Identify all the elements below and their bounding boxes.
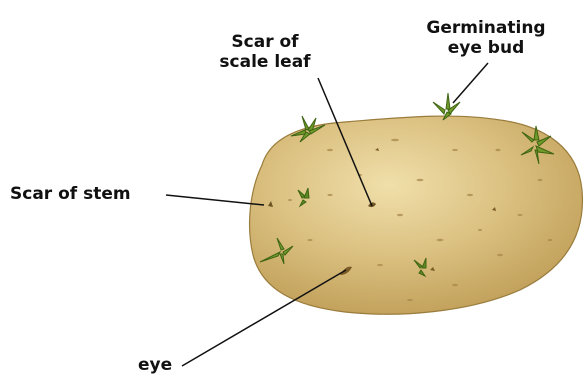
label-scale-leaf-line1: Scar of [206, 32, 324, 52]
potato-tuber [250, 116, 583, 314]
label-scar-of-stem: Scar of stem [10, 184, 131, 204]
leader-stem [166, 195, 264, 205]
label-eye: eye [138, 355, 172, 375]
label-bud-line1: Germinating [416, 18, 556, 38]
label-germinating-eye-bud: Germinating eye bud [416, 18, 556, 58]
leader-eye [182, 270, 346, 366]
label-scar-of-scale-leaf: Scar of scale leaf [206, 32, 324, 72]
label-bud-line2: eye bud [416, 38, 556, 58]
leader-bud [453, 63, 488, 103]
label-scale-leaf-line2: scale leaf [206, 52, 324, 72]
